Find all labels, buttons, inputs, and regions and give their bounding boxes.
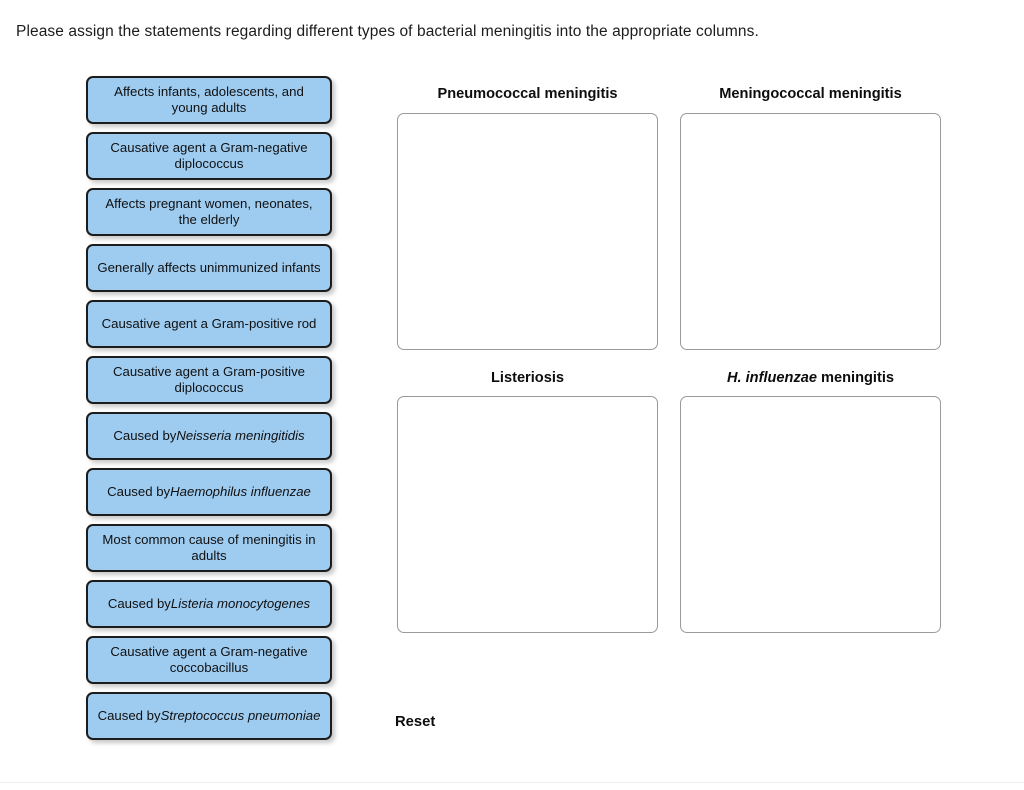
statement-card[interactable]: Causative agent a Gram-negative diplococ… [86,132,332,180]
drop-zone-title: Listeriosis [491,369,564,386]
statement-card[interactable]: Causative agent a Gram-negative coccobac… [86,636,332,684]
statement-card[interactable]: Causative agent a Gram-positive diplococ… [86,356,332,404]
statement-card[interactable]: Most common cause of meningitis in adult… [86,524,332,572]
drop-zone-area[interactable] [397,112,658,350]
statement-card-list: Affects infants, adolescents, and young … [86,76,332,748]
drop-zone-row-top: Pneumococcal meningitis Meningococcal me… [397,86,941,350]
drop-zone-title: Pneumococcal meningitis [437,86,618,102]
drop-zone-row-bottom: Listeriosis H. influenzae meningitis [397,369,941,633]
statement-card[interactable]: Caused by Streptococcus pneumoniae [86,692,332,740]
statement-card[interactable]: Causative agent a Gram-positive rod [86,300,332,348]
drop-zone-meningococcal: Meningococcal meningitis [680,86,941,350]
drop-zone-area[interactable] [680,112,941,350]
statement-card[interactable]: Affects infants, adolescents, and young … [86,76,332,124]
drop-zone-title: Meningococcal meningitis [719,86,902,102]
statement-card[interactable]: Caused by Listeria monocytogenes [86,580,332,628]
reset-button[interactable]: Reset [395,714,436,730]
drop-zone-pneumococcal: Pneumococcal meningitis [397,86,658,350]
statement-card[interactable]: Generally affects unimmunized infants [86,244,332,292]
statement-card[interactable]: Caused by Haemophilus influenzae [86,468,332,516]
drop-zone-listeriosis: Listeriosis [397,369,658,633]
page-title: Please assign the statements regarding d… [16,23,759,40]
drop-zone-grid: Pneumococcal meningitis Meningococcal me… [397,86,941,653]
drop-zone-hinfluenzae: H. influenzae meningitis [680,369,941,633]
footer-divider [0,782,1024,783]
statement-card[interactable]: Affects pregnant women, neonates, the el… [86,188,332,236]
drop-zone-title: H. influenzae meningitis [726,369,895,386]
statement-card[interactable]: Caused by Neisseria meningitidis [86,412,332,460]
drop-zone-area[interactable] [680,396,941,633]
drop-zone-area[interactable] [397,396,658,633]
